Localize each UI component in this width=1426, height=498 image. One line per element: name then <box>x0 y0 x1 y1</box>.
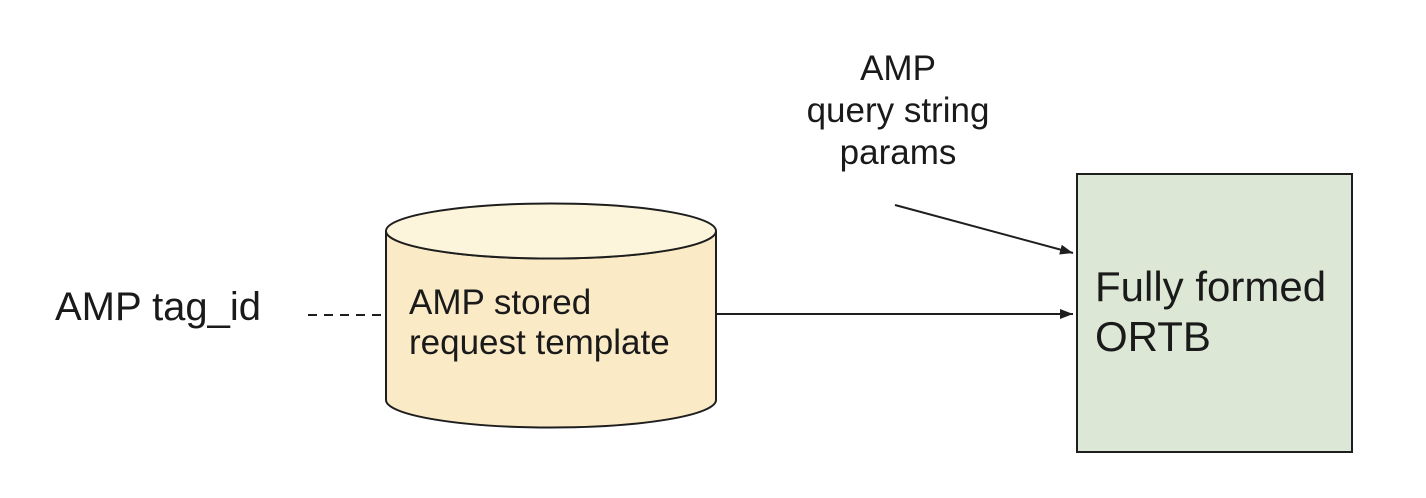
amp-tag-id-label: AMP tag_id <box>55 285 262 329</box>
datastore-cylinder-top <box>385 202 717 260</box>
output-box-label: Fully formed ORTB <box>1095 263 1327 360</box>
edge-annotation-to-output <box>894 204 1074 255</box>
output-box <box>1076 173 1353 453</box>
datastore-label: AMP stored request template <box>409 283 670 362</box>
annotation-label: AMP query string params <box>806 49 990 172</box>
